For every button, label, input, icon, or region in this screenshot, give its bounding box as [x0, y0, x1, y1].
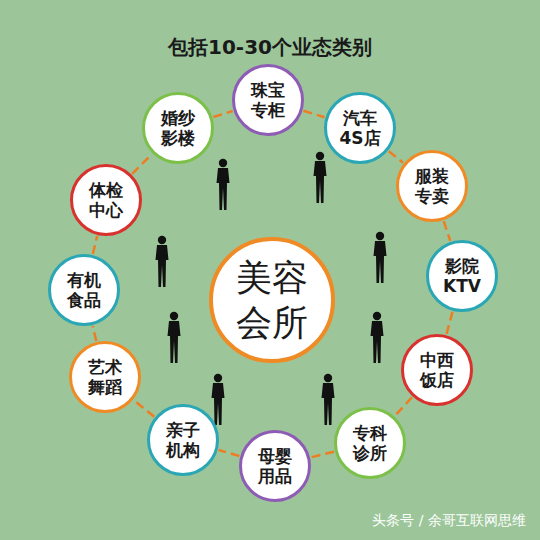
category-text: 体检 中心 [89, 180, 123, 221]
category-circle: 婚纱 影楼 [142, 92, 214, 164]
category-text: 婚纱 影楼 [161, 108, 195, 149]
category-text: 专科 诊所 [353, 423, 387, 464]
dashed-connector [93, 236, 97, 254]
category-text: 艺术 舞蹈 [88, 357, 122, 398]
dashed-connector [213, 111, 232, 117]
dashed-connector [395, 397, 412, 415]
center-circle: 美容 会所 [209, 237, 334, 362]
person-silhouette [374, 232, 387, 283]
category-circle: 影院 KTV [426, 240, 498, 312]
category-text: 影院 KTV [443, 256, 481, 297]
category-circle: 体检 中心 [70, 164, 142, 236]
dashed-connector [303, 111, 324, 117]
category-text: 汽车 4S店 [339, 108, 380, 149]
category-circle: 有机 食品 [48, 254, 120, 326]
dashed-connector [93, 326, 97, 341]
person-silhouette [217, 159, 230, 210]
category-text: 亲子 机构 [166, 420, 200, 461]
dashed-connector [132, 154, 152, 174]
person-silhouette [212, 374, 225, 425]
dashed-connector [311, 452, 334, 458]
dashed-connector [219, 450, 240, 456]
category-text: 母婴 用品 [258, 446, 292, 487]
category-circle: 亲子 机构 [147, 404, 219, 476]
person-silhouette [168, 312, 181, 363]
category-text: 美容 会所 [236, 255, 308, 345]
dashed-connector [447, 312, 453, 334]
category-text: 有机 食品 [67, 270, 101, 311]
dashed-connector [444, 221, 451, 241]
category-circle: 服装 专卖 [396, 150, 468, 222]
dashed-connector [389, 151, 403, 163]
person-silhouette [371, 312, 384, 363]
watermark: 头条号 / 余哥互联网思维 [372, 512, 526, 530]
category-circle: 艺术 舞蹈 [69, 341, 141, 413]
category-text: 中西 饭店 [420, 350, 454, 391]
dashed-connector [134, 400, 154, 417]
category-circle: 母婴 用品 [239, 430, 311, 502]
person-silhouette [314, 152, 327, 203]
category-text: 珠宝 专柜 [251, 80, 285, 121]
category-circle: 专科 诊所 [334, 407, 406, 479]
person-silhouette [322, 374, 335, 425]
category-circle: 汽车 4S店 [324, 92, 396, 164]
person-silhouette [156, 236, 169, 287]
diagram-title: 包括10-30个业态类别 [0, 34, 540, 61]
category-circle: 珠宝 专柜 [232, 64, 304, 136]
category-text: 服装 专卖 [415, 166, 449, 207]
category-circle: 中西 饭店 [401, 334, 473, 406]
